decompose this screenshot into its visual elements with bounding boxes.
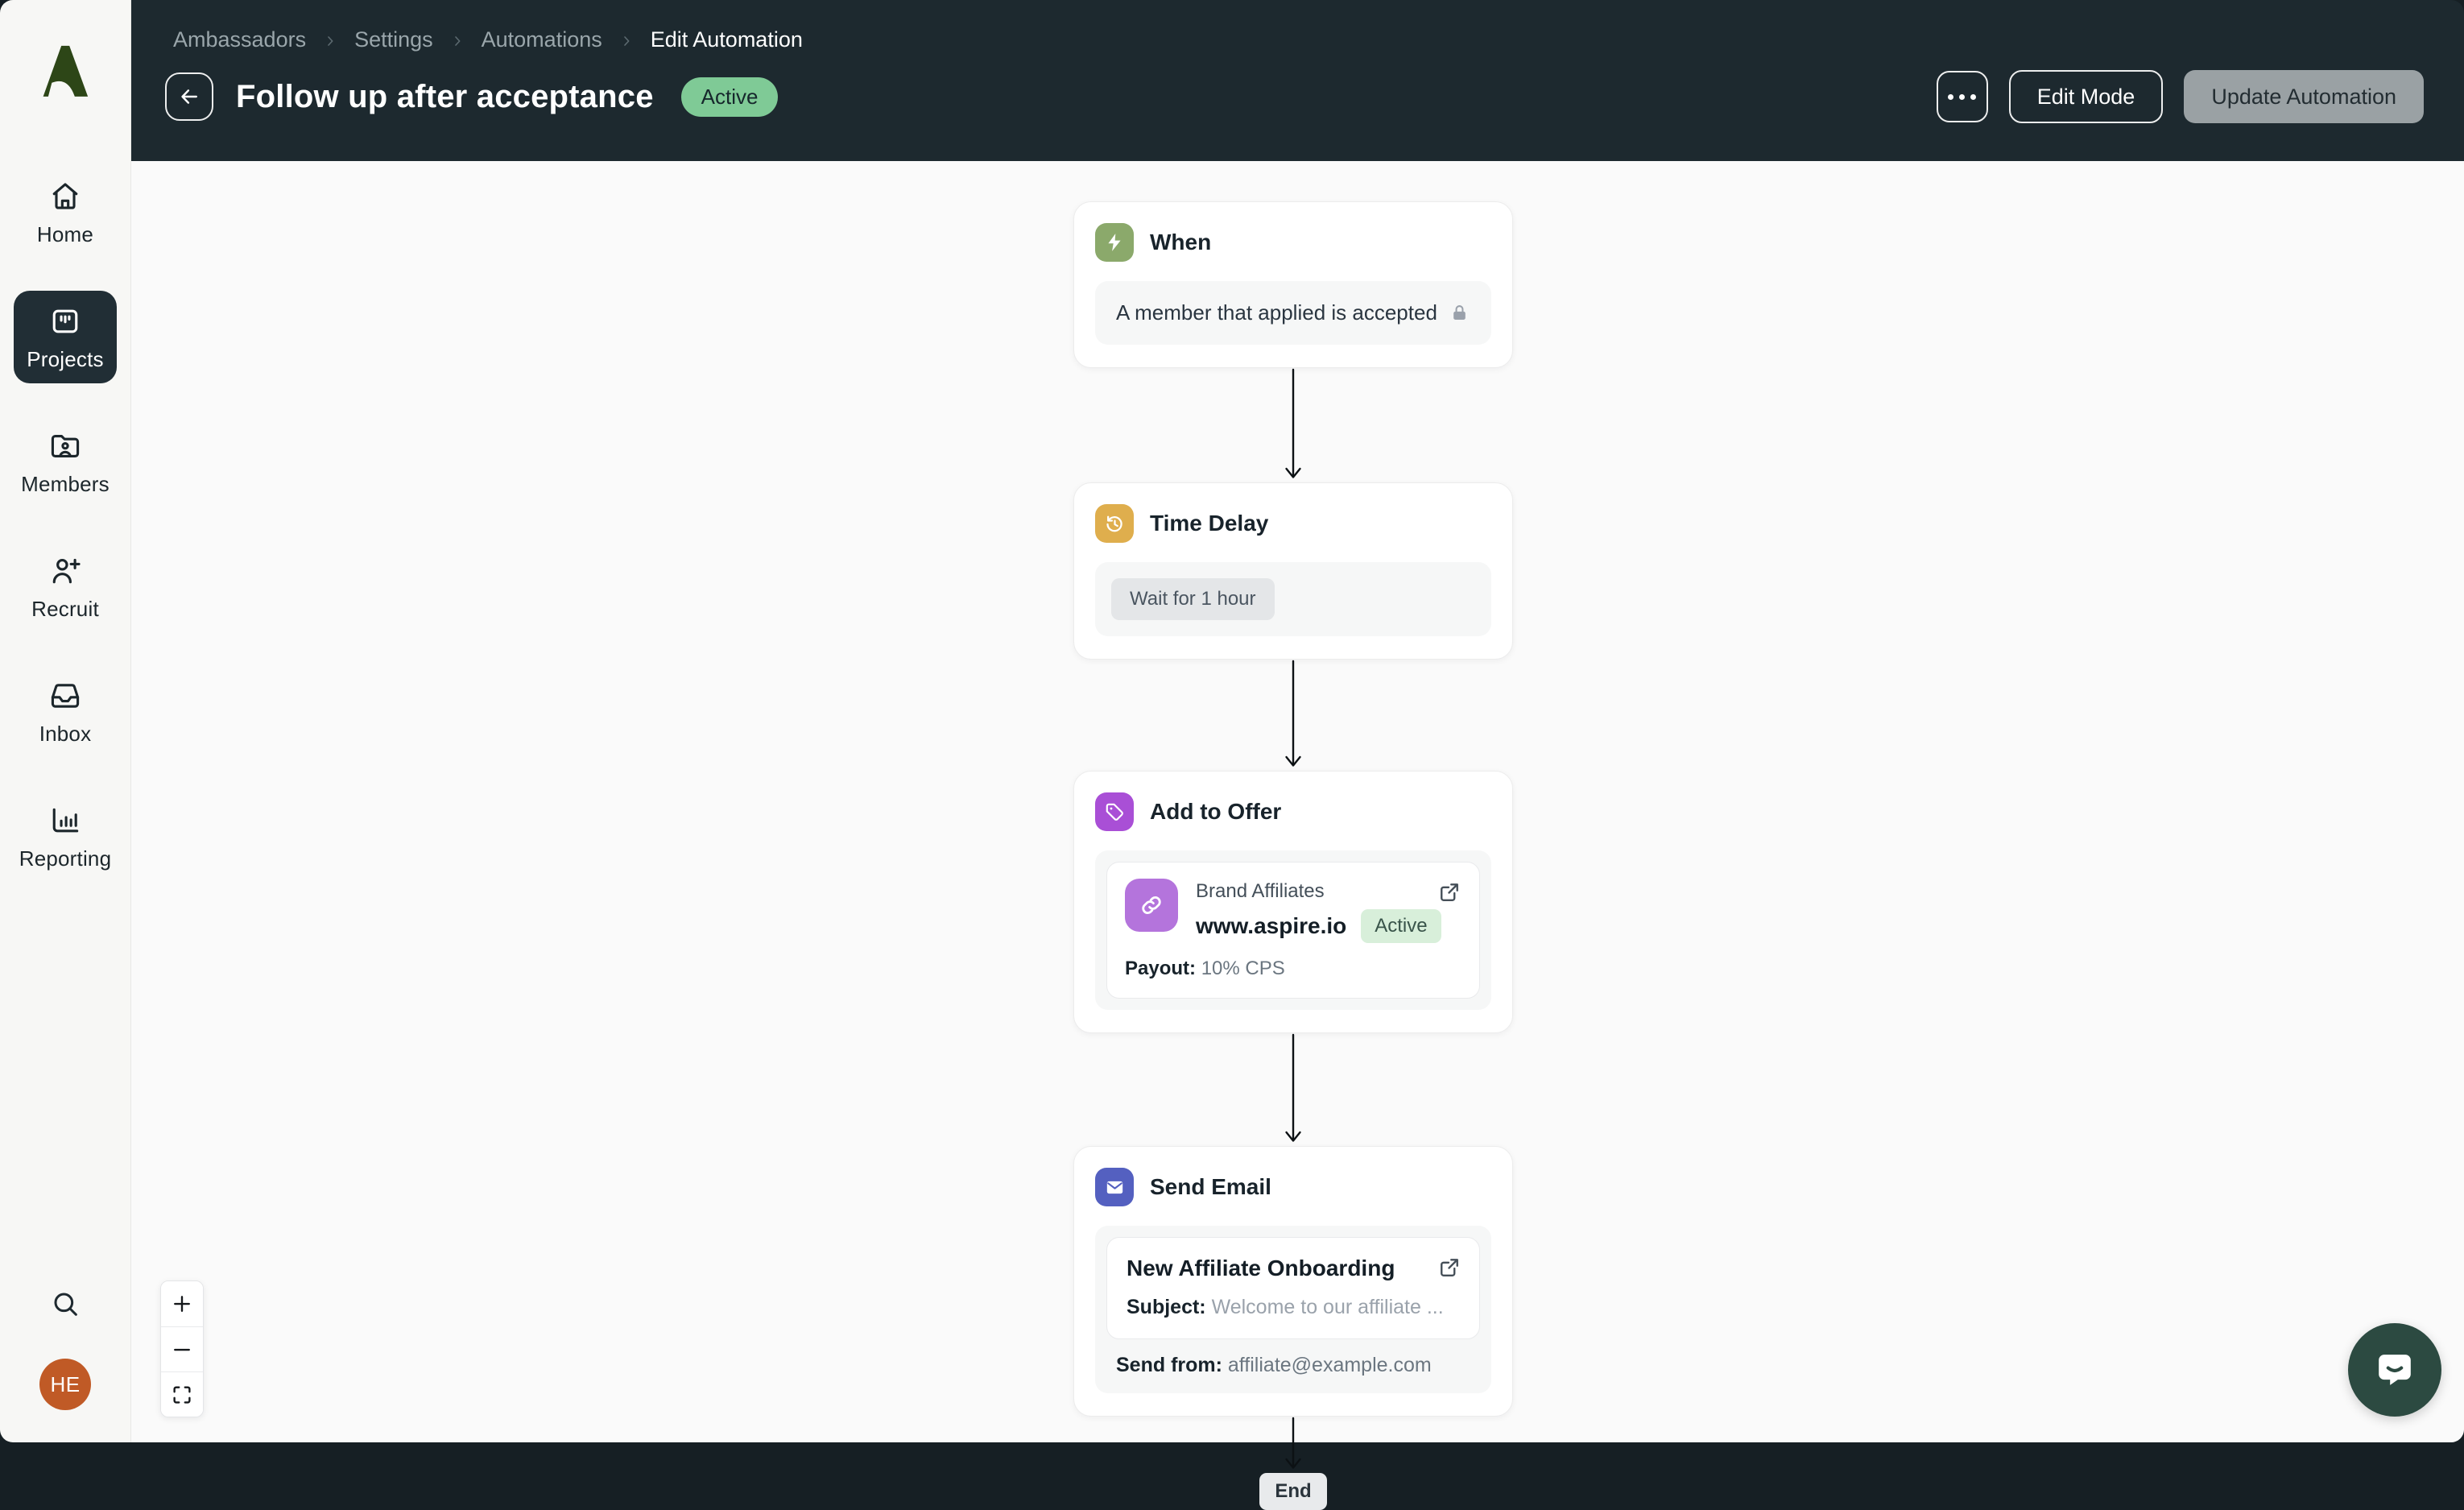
- delay-value: Wait for 1 hour: [1111, 578, 1275, 620]
- offer-payout: Payout: 10% CPS: [1125, 958, 1461, 980]
- email-from-value: affiliate@example.com: [1227, 1354, 1432, 1376]
- reporting-icon: [48, 803, 83, 838]
- members-icon: [48, 428, 83, 464]
- node-title: When: [1150, 230, 1212, 254]
- node-title: Add to Offer: [1150, 799, 1282, 824]
- sidebar: Home Projects Members: [0, 0, 131, 1442]
- sidebar-item-inbox[interactable]: Inbox: [14, 665, 117, 758]
- arrow-left-icon: [178, 85, 201, 108]
- recruit-icon: [48, 553, 83, 589]
- trigger-condition: A member that applied is accepted: [1116, 300, 1437, 325]
- offer-url: www.aspire.io: [1196, 913, 1347, 938]
- email-send-from: Send from: affiliate@example.com: [1106, 1339, 1480, 1382]
- aspire-logo: [35, 39, 95, 103]
- chevron-right-icon: [451, 35, 464, 48]
- external-link-icon[interactable]: [1437, 880, 1461, 904]
- sidebar-item-label: Members: [21, 472, 110, 496]
- breadcrumb: Ambassadors Settings Automations Edit Au…: [131, 0, 2464, 52]
- sidebar-item-recruit[interactable]: Recruit: [14, 540, 117, 633]
- back-button[interactable]: [165, 72, 213, 121]
- zoom-out-button[interactable]: [161, 1326, 203, 1371]
- email-subject-label: Subject:: [1127, 1296, 1206, 1318]
- lock-icon: [1449, 302, 1470, 324]
- sidebar-item-home[interactable]: Home: [14, 166, 117, 259]
- sidebar-item-members[interactable]: Members: [14, 416, 117, 508]
- inbox-icon: [48, 678, 83, 714]
- search-icon: [49, 1288, 81, 1320]
- search-button[interactable]: [49, 1288, 81, 1320]
- plus-icon: [170, 1292, 194, 1316]
- sidebar-item-projects[interactable]: Projects: [14, 291, 117, 383]
- node-title: Send Email: [1150, 1174, 1271, 1199]
- email-from-label: Send from:: [1116, 1354, 1222, 1376]
- page-title: Follow up after acceptance: [236, 78, 654, 114]
- breadcrumb-item-ambassadors[interactable]: Ambassadors: [173, 27, 307, 52]
- update-automation-button[interactable]: Update Automation: [2184, 70, 2424, 123]
- flow-connector: [1281, 1033, 1305, 1146]
- flow-connector: [1281, 1417, 1305, 1473]
- zoom-in-button[interactable]: [161, 1281, 203, 1326]
- node-time-delay[interactable]: Time Delay Wait for 1 hour: [1073, 482, 1513, 660]
- status-badge: Active: [680, 77, 779, 117]
- lightning-icon: [1095, 223, 1134, 262]
- chat-launcher[interactable]: [2348, 1323, 2441, 1417]
- email-subject-value: Welcome to our affiliate ...: [1211, 1296, 1444, 1318]
- more-options-button[interactable]: [1936, 71, 1988, 122]
- offer-payout-value: 10% CPS: [1201, 958, 1285, 979]
- chat-bubble-icon: [2371, 1347, 2418, 1393]
- link-icon: [1125, 879, 1178, 932]
- minus-icon: [170, 1338, 194, 1362]
- node-add-to-offer[interactable]: Add to Offer Brand Affiliates: [1073, 771, 1513, 1033]
- sidebar-item-label: Inbox: [39, 722, 92, 746]
- user-avatar[interactable]: HE: [39, 1359, 91, 1410]
- sidebar-item-reporting[interactable]: Reporting: [14, 790, 117, 883]
- sidebar-item-label: Reporting: [19, 846, 112, 871]
- home-icon: [48, 179, 83, 214]
- ellipsis-icon: [1948, 93, 1954, 100]
- mail-icon: [1095, 1168, 1134, 1206]
- flow-end-node: End: [1259, 1473, 1327, 1510]
- offer-card[interactable]: Brand Affiliates www.aspire.io Active: [1106, 862, 1480, 999]
- email-subject: Subject: Welcome to our affiliate ...: [1127, 1296, 1460, 1319]
- fit-screen-icon: [170, 1383, 194, 1407]
- chevron-right-icon: [324, 35, 337, 48]
- automation-flow: When A member that applied is accepted: [1073, 201, 1513, 1510]
- fit-view-button[interactable]: [161, 1371, 203, 1417]
- offer-payout-label: Payout:: [1125, 958, 1197, 979]
- flow-connector: [1281, 368, 1305, 482]
- tag-icon: [1095, 792, 1134, 831]
- flow-connector: [1281, 660, 1305, 771]
- breadcrumb-item-automations[interactable]: Automations: [481, 27, 602, 52]
- sidebar-nav: Home Projects Members: [14, 166, 117, 883]
- email-template-name: New Affiliate Onboarding: [1127, 1256, 1395, 1280]
- projects-icon: [48, 304, 83, 339]
- sidebar-item-label: Home: [36, 222, 94, 246]
- page-header: Ambassadors Settings Automations Edit Au…: [131, 0, 2464, 161]
- node-send-email[interactable]: Send Email New Affiliate Onboarding Subj…: [1073, 1146, 1513, 1417]
- node-title: Time Delay: [1150, 511, 1269, 536]
- breadcrumb-current: Edit Automation: [650, 27, 803, 52]
- sidebar-item-label: Projects: [27, 347, 104, 371]
- history-clock-icon: [1095, 504, 1134, 543]
- external-link-icon[interactable]: [1437, 1256, 1461, 1280]
- breadcrumb-item-settings[interactable]: Settings: [354, 27, 433, 52]
- chevron-right-icon: [620, 35, 633, 48]
- node-trigger-when[interactable]: When A member that applied is accepted: [1073, 201, 1513, 368]
- sidebar-item-label: Recruit: [31, 597, 99, 621]
- workflow-canvas[interactable]: When A member that applied is accepted: [131, 161, 2464, 1510]
- email-card[interactable]: New Affiliate Onboarding Subject: Welcom…: [1106, 1237, 1480, 1339]
- offer-status-badge: Active: [1361, 909, 1441, 943]
- offer-name: Brand Affiliates: [1196, 880, 1325, 902]
- edit-mode-button[interactable]: Edit Mode: [2008, 70, 2164, 123]
- canvas-zoom-controls: [160, 1280, 204, 1417]
